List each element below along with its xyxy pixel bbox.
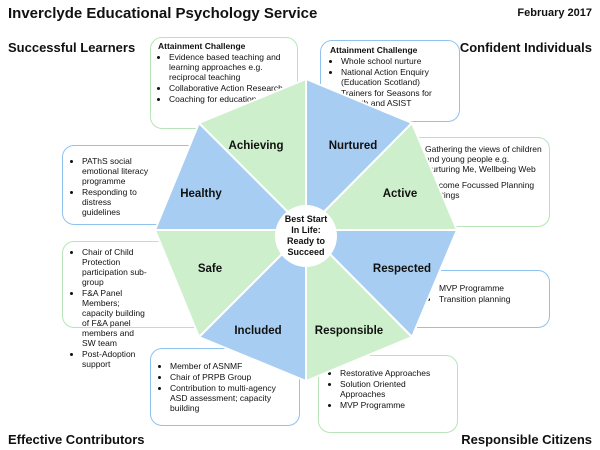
corner-responsible-citizens: Responsible Citizens <box>461 432 592 447</box>
active-item: Gathering the views of children and youn… <box>425 144 543 174</box>
included-box: Member of ASNMF Chair of PRPB Group Cont… <box>150 348 300 426</box>
segment-label-healthy: Healthy <box>180 188 222 200</box>
responsible-item: Restorative Approaches <box>340 368 451 378</box>
responsible-box: Restorative Approaches Solution Oriented… <box>318 355 458 433</box>
safe-item: F&A Panel Members; capacity building of … <box>82 288 149 348</box>
corner-effective-contributors: Effective Contributors <box>8 432 145 447</box>
healthy-item: Responding to distress guidelines <box>82 187 149 217</box>
included-item: Contribution to multi-agency ASD assessm… <box>170 383 293 413</box>
segment-label-nurtured: Nurtured <box>329 140 378 152</box>
corner-confident-individuals: Confident Individuals <box>459 40 592 55</box>
segment-achieving <box>197 77 307 233</box>
center-line: Succeed <box>287 247 324 257</box>
included-item: Chair of PRPB Group <box>170 372 293 382</box>
nurtured-item: National Action Enquiry (Education Scotl… <box>341 67 453 87</box>
nurtured-item: Whole school nurture <box>341 56 453 66</box>
segment-label-achieving: Achieving <box>229 140 284 152</box>
segment-label-responsible: Responsible <box>315 325 383 337</box>
center-line: In Life: <box>291 225 321 235</box>
achieving-item: Collaborative Action Research <box>169 83 291 93</box>
date-label: February 2017 <box>517 7 592 19</box>
segment-label-safe: Safe <box>198 263 222 275</box>
segment-label-respected: Respected <box>373 263 431 275</box>
nurtured-box-heading: Attainment Challenge <box>330 45 418 55</box>
safe-item: Chair of Child Protection participation … <box>82 247 149 287</box>
page-title: Inverclyde Educational Psychology Servic… <box>8 5 318 22</box>
responsible-item: Solution Oriented Approaches <box>340 379 451 399</box>
achieving-box-heading: Attainment Challenge <box>158 41 246 51</box>
center-line: Ready to <box>287 236 326 246</box>
segment-label-active: Active <box>383 188 418 200</box>
center-line: Best Start <box>285 214 328 224</box>
nurtured-item: Trainers for Seasons for Growth and ASIS… <box>341 88 453 108</box>
corner-successful-learners: Successful Learners <box>8 40 136 55</box>
respected-item: Transition planning <box>439 294 543 304</box>
responsible-item: MVP Programme <box>340 400 451 410</box>
included-item: Member of ASNMF <box>170 361 293 371</box>
segment-label-included: Included <box>234 325 281 337</box>
nurtured-box: Attainment Challenge Whole school nurtur… <box>320 40 460 122</box>
safe-item: Post-Adoption support <box>82 349 149 369</box>
achieving-item: Coaching for education staff <box>169 94 291 104</box>
healthy-item: PAThS social emotional literacy programm… <box>82 156 149 186</box>
center-circle <box>275 205 337 267</box>
respected-item: MVP Programme <box>439 283 543 293</box>
achieving-item: Evidence based teaching and learning app… <box>169 52 291 82</box>
